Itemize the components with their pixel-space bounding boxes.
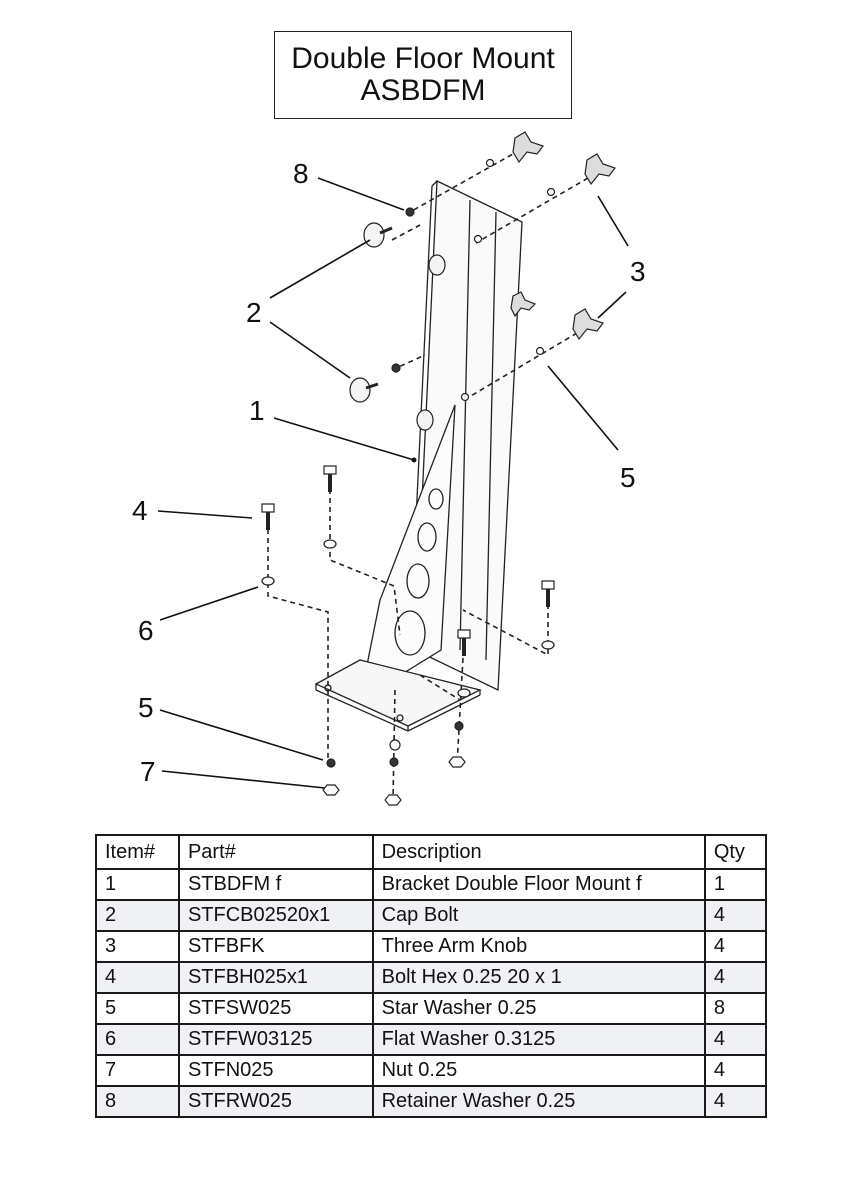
table-row: 7 STFN025 Nut 0.25 4: [95, 1054, 768, 1087]
callout-3: 3: [630, 256, 646, 287]
cell-part: STFFW03125: [177, 1023, 374, 1056]
cell-item: 6: [95, 1023, 180, 1056]
cell-qty: 4: [703, 930, 768, 963]
header-part: Part#: [177, 834, 374, 870]
cell-qty: 4: [703, 1085, 768, 1118]
cell-item: 3: [95, 930, 180, 963]
cell-description: Flat Washer 0.3125: [371, 1023, 706, 1056]
cell-qty: 1: [703, 868, 768, 901]
table-row: 4 STFBH025x1 Bolt Hex 0.25 20 x 1 4: [95, 961, 768, 994]
cell-qty: 4: [703, 899, 768, 932]
callout-1: 1: [249, 395, 265, 426]
cell-part: STFBFK: [177, 930, 374, 963]
callout-6: 6: [138, 615, 154, 646]
callout-5-upper: 5: [620, 462, 636, 493]
cell-qty: 4: [703, 1054, 768, 1087]
cell-part: STFN025: [177, 1054, 374, 1087]
table-row: 2 STFCB02520x1 Cap Bolt 4: [95, 899, 768, 932]
header-description: Description: [371, 834, 706, 870]
three-arm-knob: [510, 131, 616, 341]
cell-qty: 8: [703, 992, 768, 1025]
cell-item: 2: [95, 899, 180, 932]
callout-7: 7: [140, 756, 156, 787]
header-qty: Qty: [703, 834, 768, 870]
cap-bolt: [349, 222, 446, 431]
cell-description: Bolt Hex 0.25 20 x 1: [371, 961, 706, 994]
callout-5-lower: 5: [138, 692, 154, 723]
cell-qty: 4: [703, 1023, 768, 1056]
table-row: 5 STFSW025 Star Washer 0.25 8: [95, 992, 768, 1025]
washers: [261, 158, 556, 768]
callout-4: 4: [132, 495, 148, 526]
table-row: 8 STFRW025 Retainer Washer 0.25 4: [95, 1085, 768, 1118]
cell-item: 8: [95, 1085, 180, 1118]
nuts: [322, 756, 466, 806]
title-line-2: ASBDFM: [360, 74, 486, 107]
table-row: 6 STFFW03125 Flat Washer 0.3125 4: [95, 1023, 768, 1056]
header-item: Item#: [95, 834, 180, 870]
exploded-assembly-diagram: 8 3 2 1 5 4 6 5 7: [132, 131, 646, 806]
cell-item: 4: [95, 961, 180, 994]
table-header-row: Item# Part# Description Qty: [95, 834, 768, 870]
table-row: 3 STFBFK Three Arm Knob 4: [95, 930, 768, 963]
title-line-1: Double Floor Mount: [291, 42, 555, 75]
cell-part: STFSW025: [177, 992, 374, 1025]
cell-part: STBDFM f: [177, 868, 374, 901]
base-plate: [314, 659, 482, 732]
cell-description: Three Arm Knob: [371, 930, 706, 963]
parts-table: Item# Part# Description Qty 1 STBDFM f B…: [95, 834, 768, 1118]
title-box: Double Floor Mount ASBDFM: [274, 31, 572, 119]
cell-description: Bracket Double Floor Mount f: [371, 868, 706, 901]
cell-part: STFCB02520x1: [177, 899, 374, 932]
cell-description: Nut 0.25: [371, 1054, 706, 1087]
cell-item: 1: [95, 868, 180, 901]
cell-part: STFRW025: [177, 1085, 374, 1118]
callout-labels: 8 3 2 1 5 4 6 5 7: [132, 158, 646, 787]
cell-item: 7: [95, 1054, 180, 1087]
hex-bolts: [261, 465, 555, 656]
callout-2: 2: [246, 297, 262, 328]
cell-description: Cap Bolt: [371, 899, 706, 932]
callout-8: 8: [293, 158, 309, 189]
table-row: 1 STBDFM f Bracket Double Floor Mount f …: [95, 868, 768, 901]
cell-qty: 4: [703, 961, 768, 994]
cell-item: 5: [95, 992, 180, 1025]
cell-description: Star Washer 0.25: [371, 992, 706, 1025]
cell-part: STFBH025x1: [177, 961, 374, 994]
cell-description: Retainer Washer 0.25: [371, 1085, 706, 1118]
